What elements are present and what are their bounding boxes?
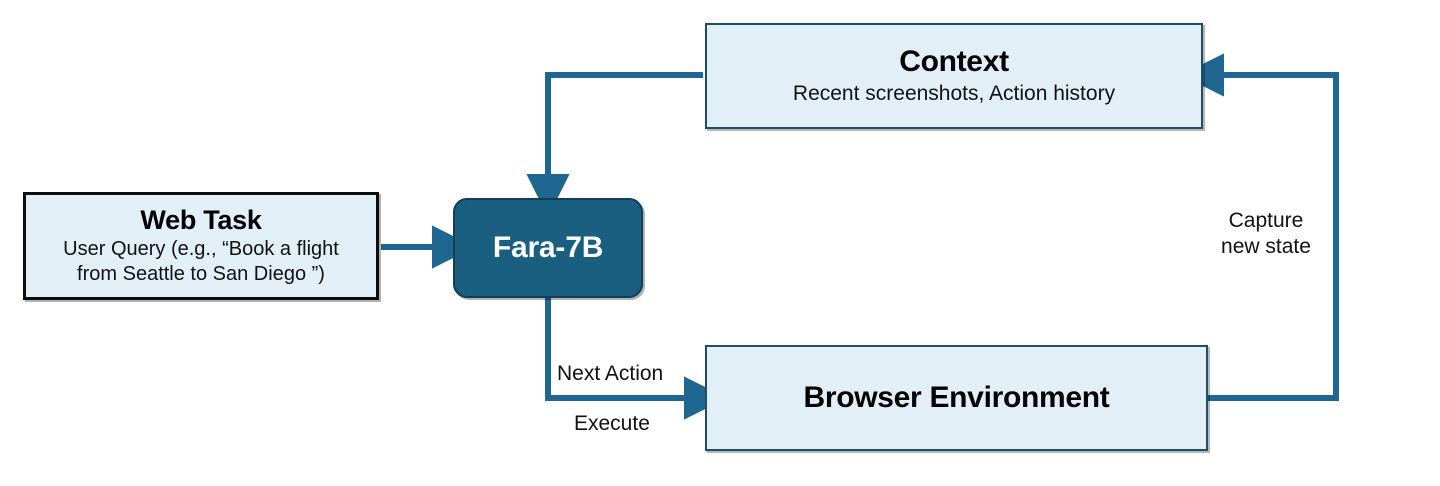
node-context[interactable]: Context Recent screenshots, Action histo…: [705, 23, 1203, 129]
node-web-task[interactable]: Web Task User Query (e.g., “Book a fligh…: [23, 192, 379, 300]
browser-environment-title: Browser Environment: [803, 381, 1110, 415]
edge-context-to-fara: [526, 72, 703, 218]
node-browser-environment[interactable]: Browser Environment: [705, 345, 1208, 451]
capture-label-line1: Capture: [1228, 209, 1304, 232]
fara-7b-label: Fara-7B: [492, 231, 604, 264]
capture-label-line2: new state: [1221, 235, 1311, 259]
web-task-subtitle-line2: from Seattle to San Diego ”): [77, 263, 325, 286]
context-subtitle: Recent screenshots, Action history: [792, 82, 1116, 106]
web-task-subtitle-line1: User Query (e.g., “Book a flight: [63, 238, 339, 261]
edge-label-next-action: Next Action: [557, 362, 664, 385]
edge-label-capture-new-state: Capture new state: [1207, 208, 1325, 261]
web-task-title: Web Task: [140, 204, 262, 235]
context-title: Context: [899, 44, 1009, 78]
node-fara-7b[interactable]: Fara-7B: [453, 198, 643, 298]
edge-label-execute: Execute: [574, 412, 650, 435]
